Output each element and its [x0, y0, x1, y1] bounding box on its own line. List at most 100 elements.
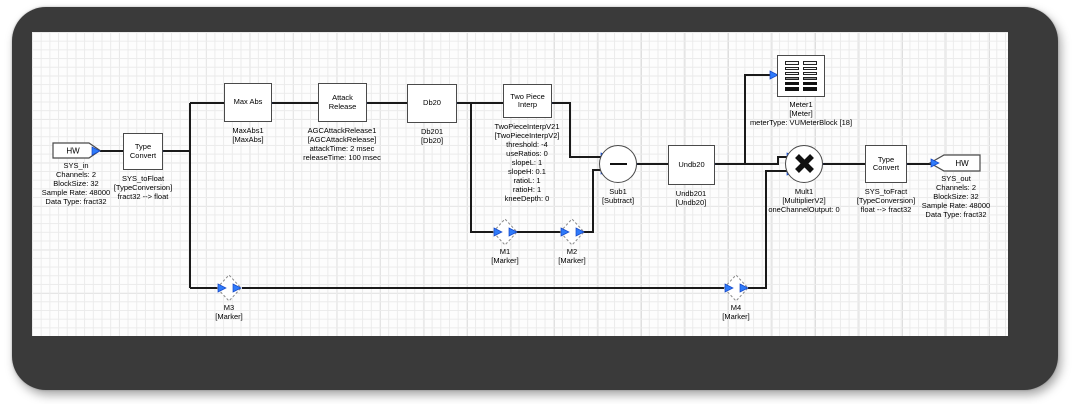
input-port-icon[interactable]	[493, 227, 503, 237]
caption-line: Sample Rate: 48000	[41, 188, 111, 197]
block-title: Max Abs	[233, 97, 263, 107]
multiply-icon	[795, 154, 814, 173]
mult1-caption: Mult1[MultiplierV2]oneChannelOutput: 0	[768, 187, 839, 214]
caption-line: SYS_in	[63, 161, 89, 170]
caption-line: [TwoPieceInterpV2]	[494, 131, 560, 140]
block-title: Db20	[423, 98, 441, 108]
caption-line: Mult1	[794, 187, 814, 196]
caption-line: SYS_out	[941, 174, 971, 183]
caption-line: [Db20]	[420, 136, 444, 145]
block-sub1[interactable]	[599, 145, 637, 183]
sys-to-fract-caption: SYS_toFract[TypeConversion]float --> fra…	[857, 187, 915, 214]
caption-line: Undb201	[675, 189, 707, 198]
caption-line: M4	[730, 303, 742, 312]
wire[interactable]	[552, 102, 601, 158]
block-db20[interactable]: Db20	[407, 84, 457, 123]
marker-m2[interactable]	[559, 218, 585, 246]
output-port-icon[interactable]	[508, 227, 518, 237]
wire[interactable]	[715, 156, 787, 165]
caption-line: Data Type: fract32	[45, 197, 107, 206]
vu-meter-icon	[785, 61, 817, 91]
m1-caption: M1[Marker]	[491, 247, 519, 265]
subtract-icon	[609, 162, 627, 166]
caption-line: useRatios: 0	[506, 149, 548, 158]
caption-line: oneChannelOutput: 0	[768, 205, 840, 214]
caption-line: [Marker]	[722, 312, 750, 321]
caption-line: ratioH: 1	[512, 185, 542, 194]
caption-line: meterType: VUMeterBlock [18]	[749, 118, 853, 127]
caption-line: Data Type: fract32	[925, 210, 987, 219]
block-sys-in[interactable]: HW	[52, 142, 102, 159]
marker-m4[interactable]	[723, 274, 749, 302]
sys-out-title: HW	[955, 159, 969, 168]
caption-line: [TypeConversion]	[856, 196, 916, 205]
caption-line: releaseTime: 100 msec	[303, 153, 381, 162]
block-meter1[interactable]	[777, 55, 825, 97]
caption-line: [Marker]	[491, 256, 519, 265]
caption-line: MaxAbs1	[232, 126, 264, 135]
block-sys-to-fract[interactable]: Type Convert	[865, 145, 907, 183]
m4-caption: M4[Marker]	[722, 303, 750, 321]
block-undb20[interactable]: Undb20	[668, 145, 715, 185]
caption-line: TwoPieceInterpV21	[494, 122, 560, 131]
caption-line: Channels: 2	[55, 170, 97, 179]
sub1-caption: Sub1[Subtract]	[602, 187, 634, 205]
caption-line: [MultiplierV2]	[782, 196, 826, 205]
caption-line: [AGCAttackRelease]	[307, 135, 377, 144]
wire[interactable]	[583, 169, 601, 233]
attack-release-caption: AGCAttackRelease1[AGCAttackRelease]attac…	[303, 126, 381, 162]
marker-m1[interactable]	[492, 218, 518, 246]
caption-line: M3	[223, 303, 235, 312]
sys-to-float-caption: SYS_toFloat[TypeConversion]fract32 --> f…	[114, 174, 172, 201]
caption-line: Sub1	[609, 187, 627, 196]
caption-line: slopeL: 1	[511, 158, 543, 167]
undb20-caption: Undb201[Undb20]	[676, 189, 706, 207]
wire[interactable]	[470, 103, 494, 233]
output-port-icon[interactable]	[91, 146, 101, 156]
block-title: Attack Release	[328, 93, 357, 111]
caption-line: float --> fract32	[860, 205, 912, 214]
caption-line: BlockSize: 32	[933, 192, 979, 201]
block-mult1[interactable]	[785, 145, 823, 183]
block-title: Type Convert	[872, 154, 900, 172]
caption-line: BlockSize: 32	[53, 179, 99, 188]
max-abs-caption: MaxAbs1[MaxAbs]	[232, 126, 263, 144]
caption-line: [Undb20]	[675, 198, 707, 207]
block-attack-release[interactable]: Attack Release	[318, 83, 367, 122]
input-port-icon[interactable]	[769, 70, 779, 80]
caption-line: Sample Rate: 48000	[921, 201, 991, 210]
input-port-icon[interactable]	[724, 283, 734, 293]
marker-m3[interactable]	[216, 274, 242, 302]
caption-line: Db201	[420, 127, 444, 136]
wire[interactable]	[744, 74, 777, 164]
m2-caption: M2[Marker]	[558, 247, 586, 265]
caption-line: threshold: -4	[506, 140, 548, 149]
output-port-icon[interactable]	[739, 283, 749, 293]
two-piece-caption: TwoPieceInterpV21[TwoPieceInterpV2]thres…	[494, 122, 559, 203]
caption-line: kneeDepth: 0	[504, 194, 550, 203]
input-port-icon[interactable]	[930, 158, 940, 168]
input-port-icon[interactable]	[560, 227, 570, 237]
block-max-abs[interactable]: Max Abs	[224, 83, 272, 122]
caption-line: [TypeConversion]	[113, 183, 173, 192]
caption-line: Channels: 2	[935, 183, 977, 192]
output-port-icon[interactable]	[575, 227, 585, 237]
block-sys-out[interactable]: HW	[928, 154, 981, 172]
output-port-icon[interactable]	[232, 283, 242, 293]
caption-line: SYS_toFract	[864, 187, 908, 196]
schematic-canvas[interactable]	[32, 32, 1008, 336]
input-port-icon[interactable]	[217, 283, 227, 293]
block-sys-to-float[interactable]: Type Convert	[123, 133, 163, 170]
caption-line: [Subtract]	[601, 196, 635, 205]
caption-line: Meter1	[789, 100, 813, 109]
block-two-piece-interp[interactable]: Two Piece Interp	[503, 84, 552, 118]
caption-line: fract32 --> float	[117, 192, 169, 201]
caption-line: ratioL: 1	[513, 176, 541, 185]
caption-line: attackTime: 2 msec	[309, 144, 375, 153]
wire[interactable]	[748, 170, 787, 289]
block-title: Type Convert	[129, 142, 157, 160]
